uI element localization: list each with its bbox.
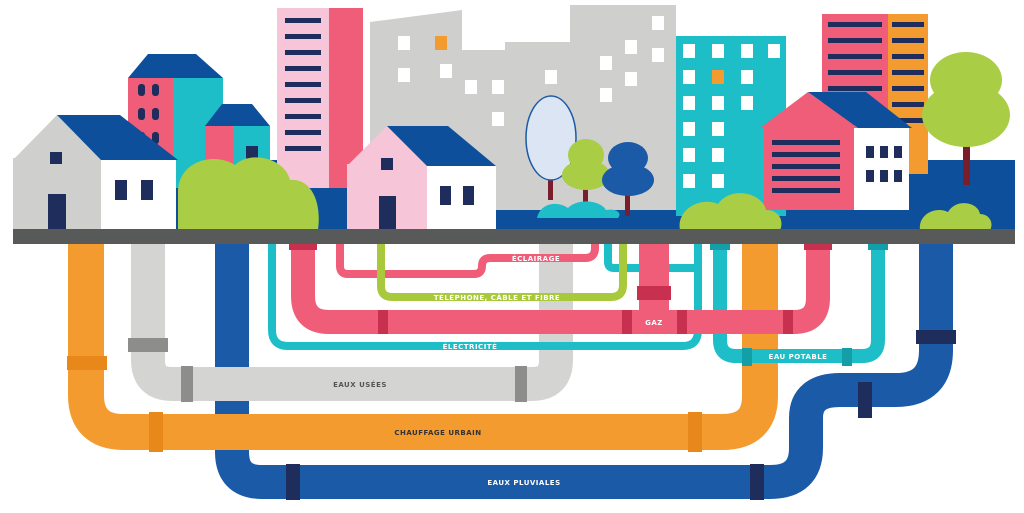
tree-trunk-right (963, 130, 970, 185)
joint-eau-potable-2 (842, 348, 852, 366)
center-house-attic-window (381, 158, 393, 170)
grey-building-windows (398, 16, 664, 126)
left-bush (178, 157, 319, 230)
cyan-tower-windows (683, 44, 780, 188)
pipe-gaz (291, 244, 830, 334)
joint-blue-2 (750, 464, 764, 500)
joint-gaz-1 (378, 310, 388, 334)
joint-grey-left (128, 338, 168, 352)
pipe-labels: ÉCLAIRAGE TÉLÉPHONE, CÂBLE ET FIBRE GAZ … (333, 254, 827, 487)
ground-surface (13, 229, 1015, 244)
pipe-chauffage-urbain (68, 244, 778, 450)
right-small-bush (919, 203, 992, 230)
joint-orange-1 (149, 412, 163, 452)
left-house-roof (57, 115, 178, 160)
joint-orange-left (67, 356, 107, 370)
center-house-window-1 (440, 186, 451, 205)
small-cyan-house-roof (205, 104, 270, 126)
center-house-door (379, 196, 396, 230)
pipe-cyan-link (604, 244, 698, 272)
label-chauffage-urbain: CHAUFFAGE URBAIN (394, 429, 481, 437)
pipe-telephone-cable-fibre (377, 244, 627, 301)
right-house-windows (772, 140, 902, 193)
pipe-joints (67, 244, 956, 500)
pipe-network (68, 244, 953, 499)
tree-crown-right (922, 83, 1010, 147)
joint-eau-top-left (710, 244, 730, 250)
left-house-door (48, 194, 66, 230)
right-house-gable (760, 92, 858, 128)
joint-gaz-top-left (289, 244, 317, 250)
joint-orange-2 (688, 412, 702, 452)
label-gaz: GAZ (645, 319, 663, 327)
joint-gaz-branch (637, 286, 671, 300)
tree-trunk-green-small (583, 180, 588, 206)
right-tower-windows (828, 22, 924, 123)
joint-eau-potable-1 (742, 348, 752, 366)
joint-grey-1 (181, 366, 193, 402)
joint-gaz-top-right (804, 244, 832, 250)
joint-blue-4 (916, 330, 956, 344)
joint-gaz-2 (622, 310, 632, 334)
joint-grey-2 (515, 366, 527, 402)
tree-trunk-blue (625, 190, 630, 216)
label-eau-potable: EAU POTABLE (769, 353, 828, 361)
right-house-roof (808, 92, 912, 128)
label-telephone-cable-fibre: TÉLÉPHONE, CÂBLE ET FIBRE (434, 293, 560, 302)
center-house-window-2 (463, 186, 474, 205)
center-house-side (427, 166, 496, 230)
cyan-tower-orange-window (712, 70, 724, 84)
label-eclairage: ÉCLAIRAGE (512, 254, 560, 263)
joint-blue-1 (286, 464, 300, 500)
left-house-window-2 (141, 180, 153, 200)
center-house-roof (387, 126, 496, 166)
right-house-side (854, 125, 909, 210)
grey-building-orange-window (435, 36, 447, 50)
left-house-window-1 (115, 180, 127, 200)
label-electricite: ÉLECTRICITÉ (443, 342, 498, 351)
pink-tower-windows (285, 18, 321, 151)
pipe-eaux-pluviales (215, 244, 953, 499)
center-house-gable (347, 126, 427, 166)
tree-crown-blue (602, 164, 654, 196)
pipe-eau-potable (713, 244, 885, 363)
cyan-bush (537, 201, 620, 218)
label-eaux-usees: EAUX USÉES (333, 380, 387, 389)
left-house-gable (13, 115, 101, 160)
joint-gaz-3 (677, 310, 687, 334)
pipe-electricite (268, 244, 702, 350)
joint-blue-3 (858, 382, 872, 418)
center-right-bush (679, 193, 782, 230)
tree-crown-pale (525, 95, 577, 181)
left-building-roof (128, 54, 223, 78)
left-house-side (101, 160, 176, 230)
label-eaux-pluviales: EAUX PLUVIALES (487, 479, 560, 487)
pipe-eclairage (336, 244, 599, 278)
joint-gaz-4 (783, 310, 793, 334)
cityscape (13, 5, 1015, 230)
joint-eau-top-right (868, 244, 888, 250)
left-house-attic-window (50, 152, 62, 164)
tree-crown-green (562, 160, 610, 190)
pipe-eaux-usees (131, 244, 573, 401)
